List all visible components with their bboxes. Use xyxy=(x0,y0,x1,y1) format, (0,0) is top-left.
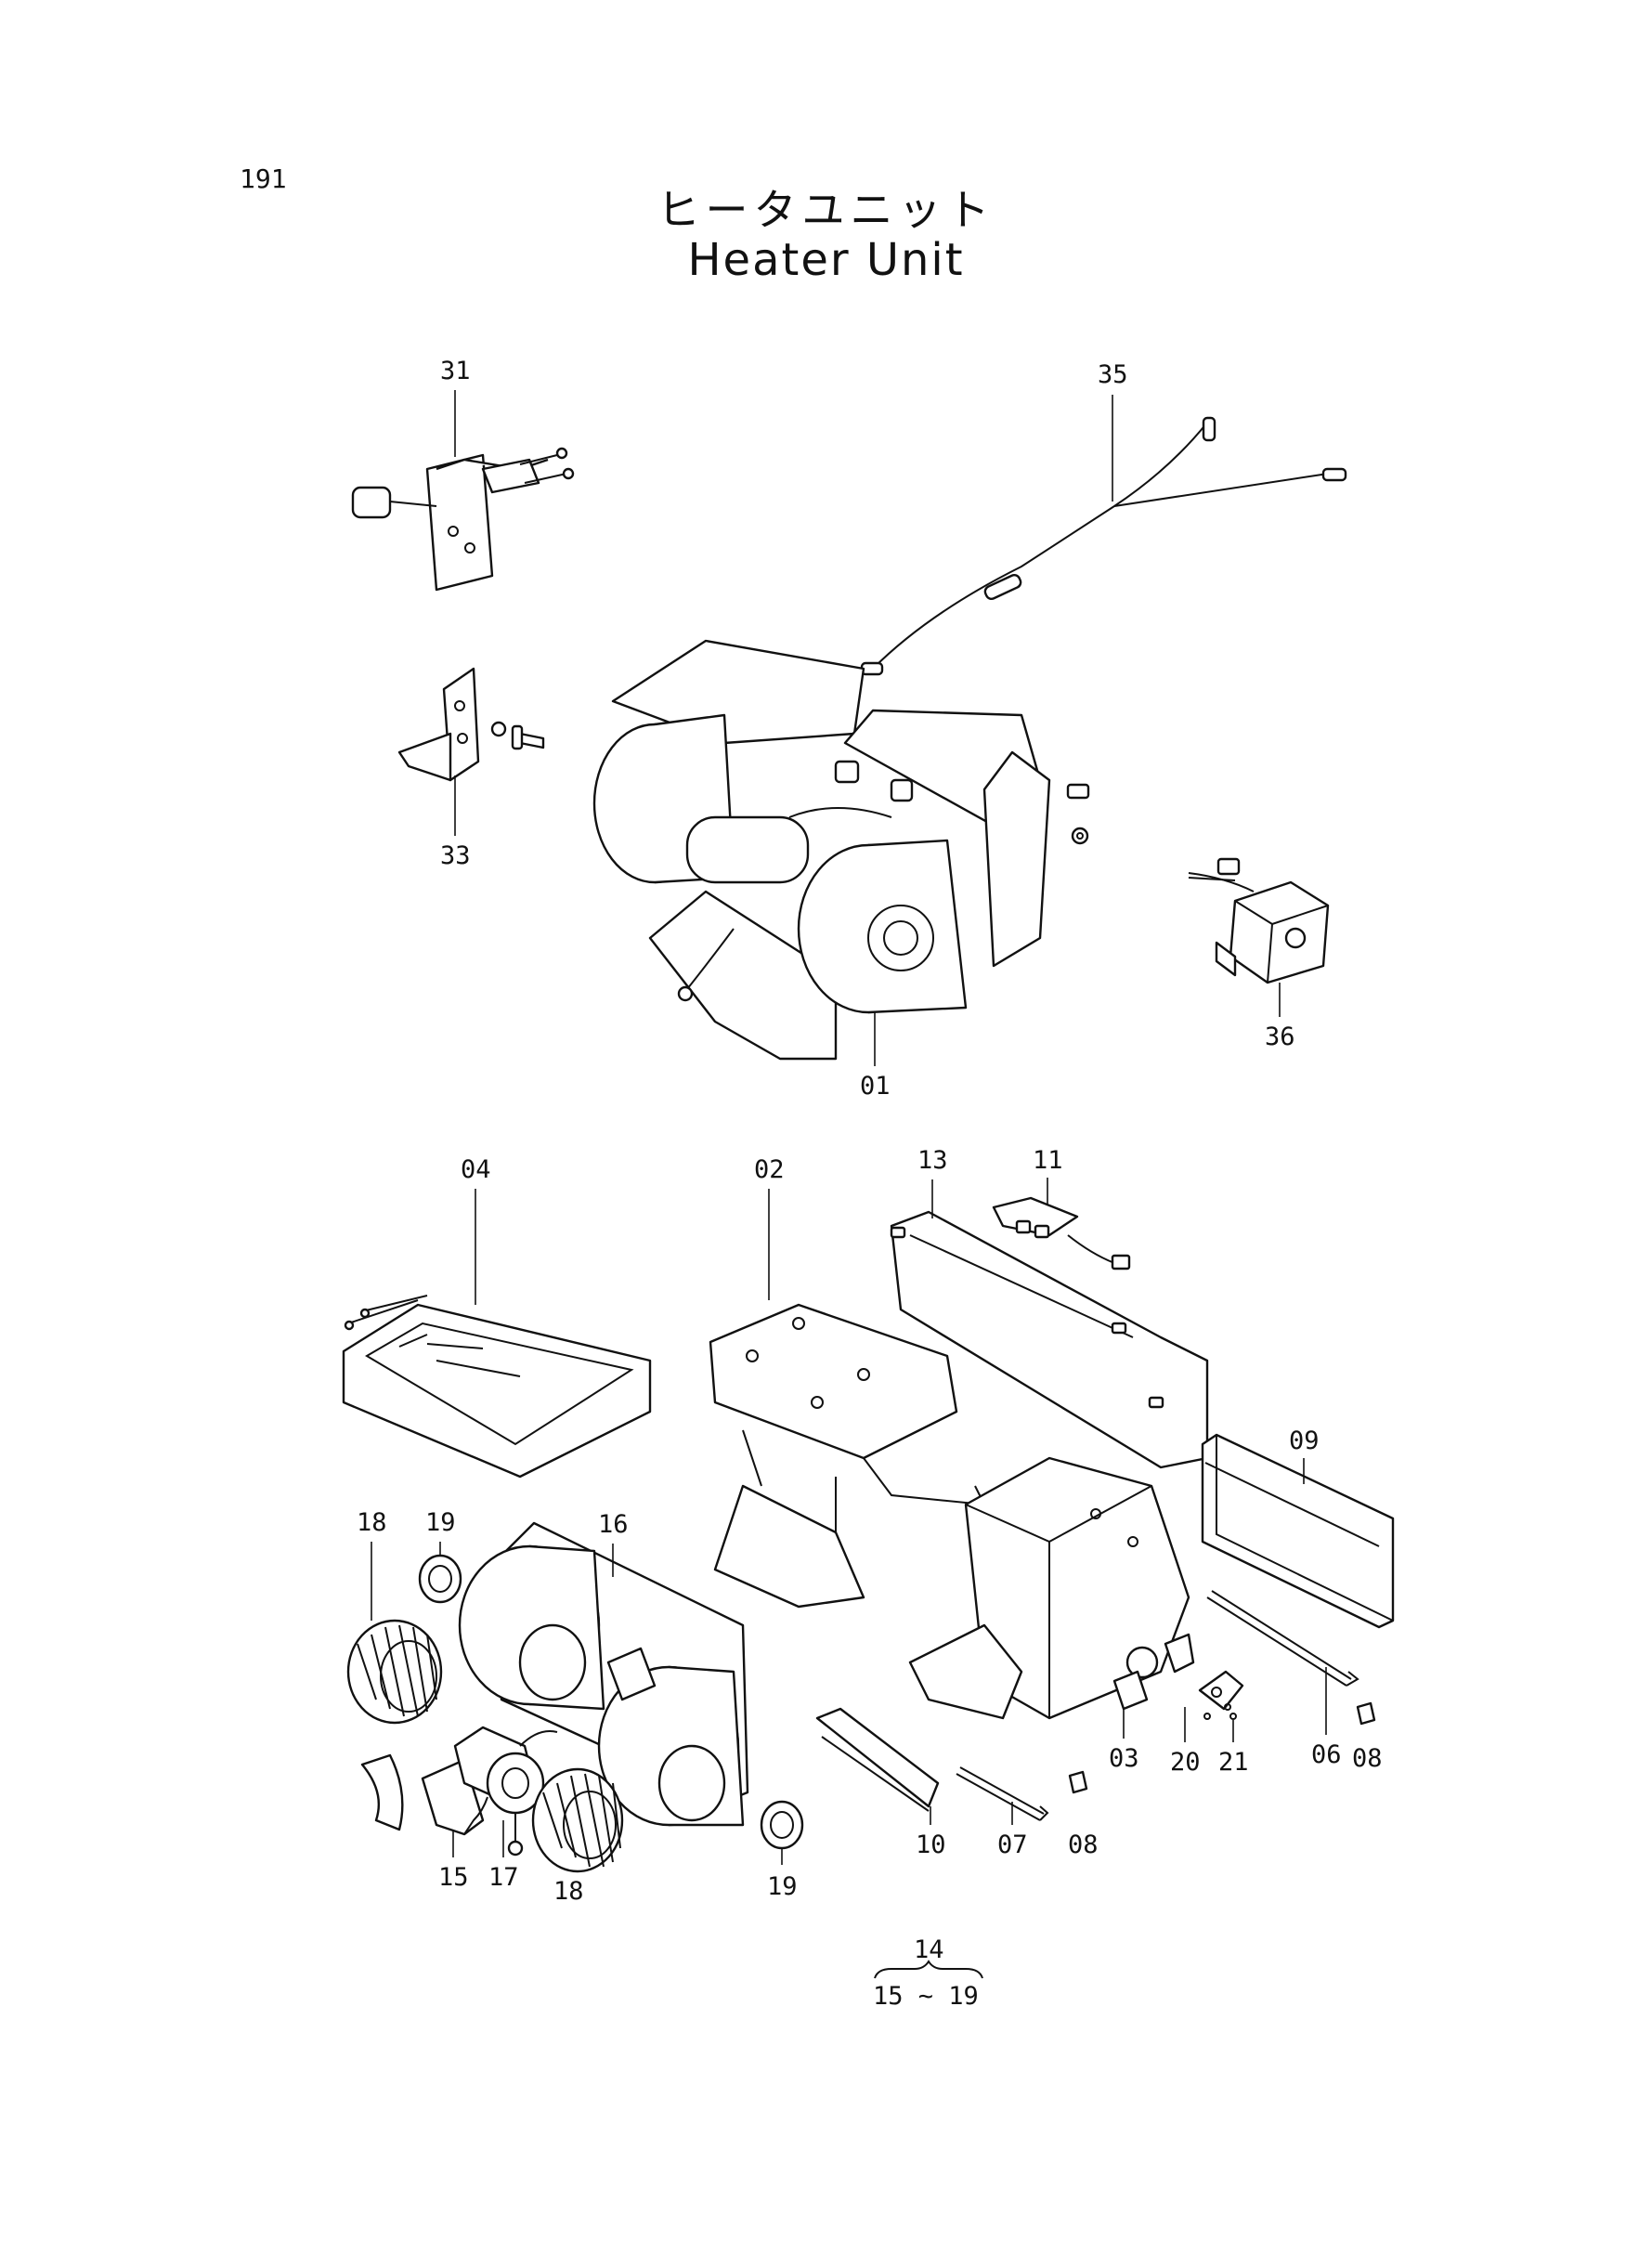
part-18-fan-wheel-left xyxy=(346,1619,443,1725)
callout-08-right: 08 xyxy=(1352,1744,1383,1773)
part-03-lower-case xyxy=(908,1456,1195,1720)
part-02-upper-case xyxy=(709,1303,986,1609)
callout-21: 21 xyxy=(1218,1748,1249,1777)
callout-01: 01 xyxy=(860,1072,891,1101)
callout-13: 13 xyxy=(917,1146,948,1175)
callout-08-left: 08 xyxy=(1068,1831,1099,1859)
callout-18-left: 18 xyxy=(357,1508,387,1537)
part-18-fan-wheel-bottom xyxy=(531,1767,624,1873)
part-10-seal-strip xyxy=(815,1707,940,1812)
part-11-sensor-clip xyxy=(992,1196,1131,1270)
callout-04: 04 xyxy=(461,1155,491,1184)
callout-15: 15 xyxy=(438,1863,469,1892)
callout-03: 03 xyxy=(1109,1744,1139,1773)
title-japanese: ヒータユニット xyxy=(657,185,995,235)
assembly-range: 15 ~ 19 xyxy=(873,1982,979,2011)
part-19-bearing-ring-bottom xyxy=(760,1800,804,1850)
part-08-cap-left xyxy=(1068,1770,1088,1794)
part-35-wire-harness xyxy=(860,416,1347,676)
assembly-brace xyxy=(874,1960,983,1979)
part-16-blower-case xyxy=(458,1521,749,1827)
part-13-cover-plate xyxy=(890,1210,1209,1469)
callout-35: 35 xyxy=(1098,360,1128,389)
assembly-parent-number: 14 xyxy=(914,1935,944,1964)
part-07-rod xyxy=(956,1766,1049,1821)
callout-09: 09 xyxy=(1289,1427,1320,1455)
callout-10: 10 xyxy=(916,1831,946,1859)
callout-07: 07 xyxy=(997,1831,1028,1859)
part-01-heater-unit-assembly xyxy=(592,639,1090,1061)
part-19-bearing-ring-top xyxy=(418,1554,462,1604)
callout-11: 11 xyxy=(1033,1146,1063,1175)
part-33-mounting-bracket xyxy=(397,667,545,782)
part-09-filter xyxy=(1201,1433,1395,1629)
callout-06: 06 xyxy=(1311,1740,1342,1769)
callout-19-bottom: 19 xyxy=(767,1872,798,1901)
part-17-blower-motor xyxy=(453,1726,558,1857)
page-number: 191 xyxy=(240,163,287,194)
callout-16: 16 xyxy=(598,1510,629,1539)
callout-33: 33 xyxy=(440,841,471,870)
callout-20: 20 xyxy=(1170,1748,1201,1777)
part-08-cap-right xyxy=(1356,1701,1376,1726)
callout-36: 36 xyxy=(1265,1023,1295,1051)
part-04-heater-core xyxy=(342,1295,652,1479)
part-21-pin xyxy=(1224,1703,1237,1720)
callout-18-bottom: 18 xyxy=(553,1877,584,1906)
assembly-note: 14 15 ~ 19 xyxy=(873,1935,983,2011)
part-20-link xyxy=(1198,1670,1244,1720)
part-36-resistor xyxy=(1188,857,1330,984)
title-english: Heater Unit xyxy=(687,234,965,286)
callout-17: 17 xyxy=(488,1863,519,1892)
callout-19-top: 19 xyxy=(425,1508,456,1537)
callout-31: 31 xyxy=(440,357,471,385)
part-06-rod xyxy=(1206,1590,1359,1687)
part-31-switch-bracket xyxy=(351,447,575,592)
callout-02: 02 xyxy=(754,1155,785,1184)
